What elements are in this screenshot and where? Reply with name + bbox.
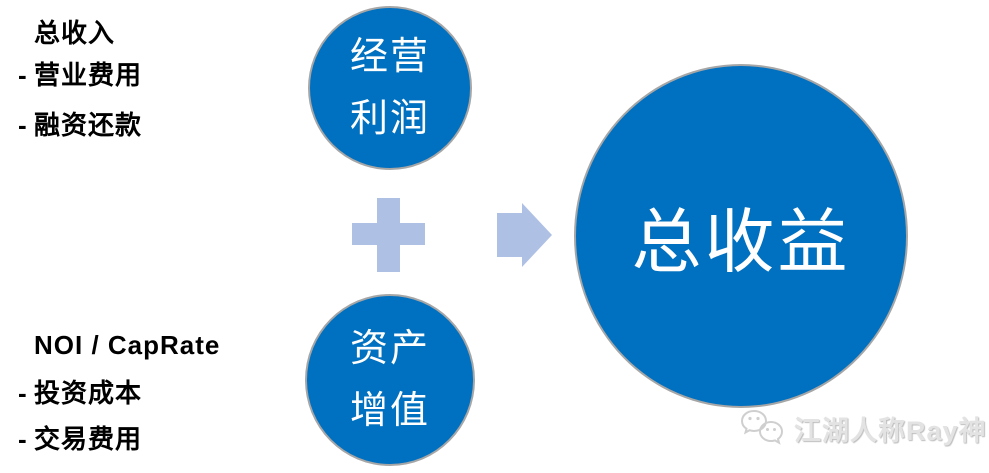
label-transaction-fees: - 交易费用 [18,424,142,454]
minus-prefix: - [18,60,28,90]
connector-shapes [352,198,552,272]
circle-operating-profit-line1: 经营 [349,36,430,78]
label-noi-caprate-text: NOI / CapRate [34,330,221,360]
minus-prefix: - [18,424,28,454]
circle-asset-appreciation-line1: 资产 [349,328,430,370]
label-total-revenue: 总收入 [18,18,115,48]
label-investment-cost: - 投资成本 [18,378,142,408]
plus-icon [352,198,425,272]
label-financing-repayment: - 融资还款 [18,110,142,140]
circle-asset-appreciation: 资产 增值 [305,294,475,466]
right-arrow-icon [497,203,552,267]
circle-total-return-text: 总收益 [631,202,851,281]
label-investment-cost-text: 投资成本 [34,378,143,408]
label-noi-caprate: NOI / CapRate [18,330,220,360]
label-financing-repayment-text: 融资还款 [34,110,143,140]
label-operating-expenses-text: 营业费用 [34,60,143,90]
minus-prefix: - [18,110,28,140]
label-transaction-fees-text: 交易费用 [34,424,143,454]
watermark-text: 江湖人称Ray神 [794,415,987,446]
label-operating-expenses: - 营业费用 [18,60,142,90]
circle-total-return: 总收益 [574,64,908,408]
circle-asset-appreciation-line2: 增值 [349,390,430,432]
circle-operating-profit-line2: 利润 [349,98,430,140]
wechat-icon [740,409,784,445]
label-total-revenue-text: 总收入 [34,18,116,48]
circle-operating-profit: 经营 利润 [308,6,472,170]
watermark: 江湖人称Ray神 [738,408,987,448]
minus-prefix: - [18,378,28,408]
